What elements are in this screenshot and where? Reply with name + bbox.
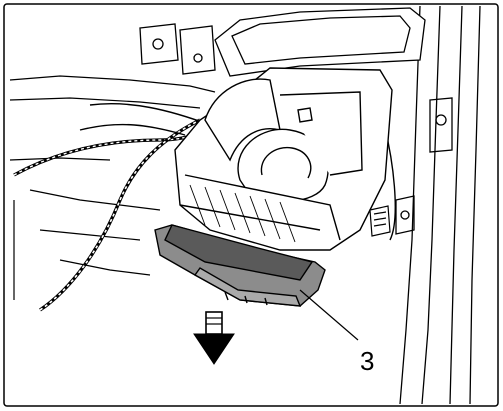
blower-motor-cover (154, 224, 326, 307)
side-panel (395, 5, 481, 405)
top-brackets (139, 7, 426, 77)
blower-housing (174, 67, 393, 251)
illustration-frame (3, 3, 499, 407)
callout-leader-line (299, 289, 359, 341)
arrow-down-icon (193, 311, 235, 365)
housing-ribs (189, 184, 296, 243)
connector (369, 205, 391, 237)
dashboard-structure (9, 75, 216, 300)
callout-label-3: 3 (360, 346, 375, 376)
